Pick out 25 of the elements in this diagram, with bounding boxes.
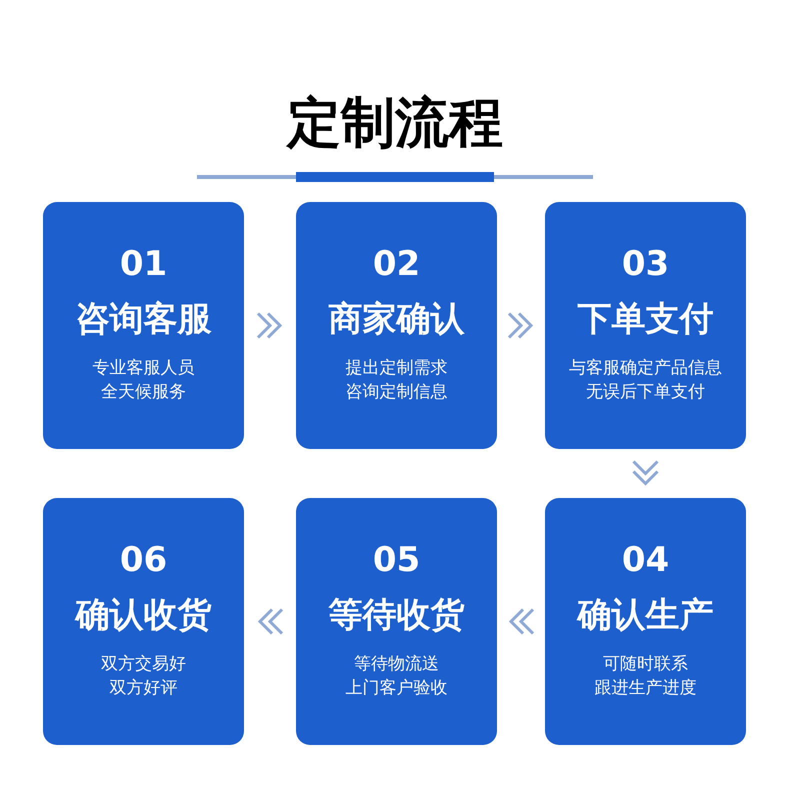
step-title: 等待收货 [328,594,464,637]
step-number: 02 [372,244,420,284]
step-title: 下单支付 [578,298,714,341]
step-title: 确认收货 [76,594,212,637]
step-description: 可随时联系跟进生产进度 [594,653,696,700]
step-card [296,498,497,745]
step-description: 专业客服人员全天候服务 [92,357,194,404]
step-number: 01 [120,244,168,284]
step-number: 06 [120,540,168,580]
step-description: 提出定制需求咨询定制信息 [346,357,448,404]
step-description: 双方交易好双方好评 [101,653,186,700]
step-description: 等待物流送上门客户验收 [346,653,448,700]
title: 定制流程 [285,90,504,156]
step-card [43,498,244,745]
step-card [545,498,746,745]
step-card [296,202,497,449]
step-number: 04 [622,540,670,580]
step-title: 确认生产 [578,594,714,637]
step-title: 咨询客服 [76,298,212,341]
step-card [43,202,244,449]
step-card [545,202,746,449]
step-title: 商家确认 [328,298,464,341]
step-number: 03 [622,244,670,284]
step-number: 05 [372,540,420,580]
step-description: 与客服确定产品信息无误后下单支付 [569,357,722,404]
